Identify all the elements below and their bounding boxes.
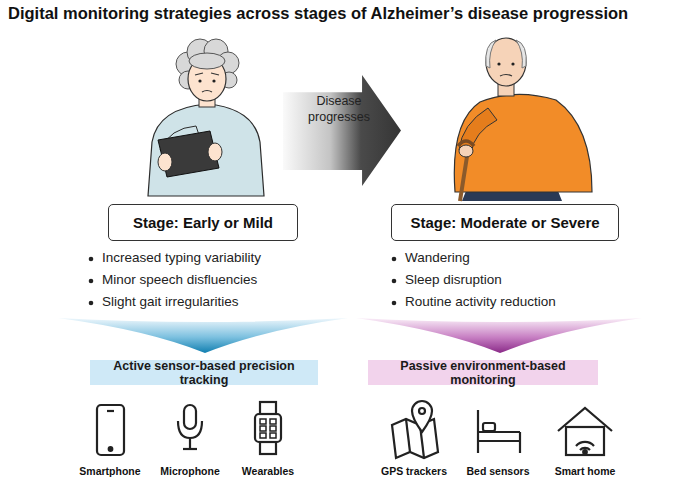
man-figure-part <box>497 62 500 65</box>
symptom-item: Increased typing variability <box>102 250 302 265</box>
man-figure-part <box>460 150 468 201</box>
gps-icon-part <box>419 408 425 414</box>
smart-home-icon-part <box>566 427 604 455</box>
microphone-icon-part <box>184 405 196 429</box>
method-band: Passive environment-based monitoring <box>368 360 598 385</box>
man-figure-part <box>486 38 526 86</box>
node-label: Stage: Moderate or Severe <box>410 214 599 231</box>
arrow-label: Disease progresses <box>297 93 381 125</box>
icon-caption: Microphone <box>150 464 230 478</box>
gps-icon <box>392 401 438 458</box>
watch-icon-part <box>260 442 276 454</box>
gps-icon-part <box>406 419 410 452</box>
bullet-dots-part <box>89 301 94 306</box>
symptom-item: Sleep disruption <box>405 272 605 287</box>
stage-box: Stage: Moderate or Severe <box>391 204 619 241</box>
funnel-left-part <box>58 318 348 353</box>
bed-icon-part <box>478 440 520 442</box>
smartphone-icon-part <box>97 405 124 455</box>
method-band: Active sensor-based precision tracking <box>90 360 318 385</box>
man-figure-part <box>500 75 512 77</box>
watch-icon-part <box>260 402 276 414</box>
title-text: Digital monitoring strategies across sta… <box>8 4 628 23</box>
icon-caption: GPS trackers <box>374 464 454 478</box>
smartphone-icon-part <box>107 410 114 412</box>
watch-icon-part <box>260 426 266 431</box>
microphone-icon-part <box>183 448 197 450</box>
man-figure <box>454 38 592 201</box>
watch-icon <box>255 402 281 454</box>
icon-caption: Wearables <box>228 464 308 478</box>
man-figure-part <box>454 94 592 192</box>
stage-box: Stage: Early or Mild <box>108 204 298 241</box>
progress-arrow: Disease progresses <box>283 75 401 186</box>
watch-icon-part <box>270 419 276 424</box>
microphone-icon-part <box>178 421 202 438</box>
woman-figure-part <box>208 143 222 161</box>
watch-icon-part <box>270 426 276 431</box>
node-label: Stage: Early or Mild <box>133 214 273 231</box>
woman-figure-part <box>202 91 212 93</box>
watch-icon-part <box>270 433 276 438</box>
smartphone-icon <box>97 405 124 455</box>
funnel-left <box>58 318 348 353</box>
smart-home-icon-part <box>576 442 594 446</box>
bed-icon-part <box>483 423 495 431</box>
bed-icon <box>478 410 520 453</box>
bed-icon-part <box>519 432 521 453</box>
symptom-item: Slight gait irregularities <box>102 294 302 309</box>
funnel-right <box>356 318 642 353</box>
arrow-shape <box>283 75 401 186</box>
watch-icon-part <box>255 414 281 442</box>
microphone-icon <box>178 405 202 449</box>
bullet-dots-part <box>89 279 94 284</box>
woman-figure-part <box>195 73 219 75</box>
woman-figure-part <box>189 53 225 69</box>
node-label: Active sensor-based precision tracking <box>90 359 318 387</box>
woman-figure <box>148 39 264 196</box>
bullet-dots-part <box>392 301 397 306</box>
gps-icon-part <box>392 419 438 458</box>
bullet-dots-part <box>89 257 94 262</box>
symptom-item: Wandering <box>405 250 605 265</box>
bullet-dots-part <box>392 257 397 262</box>
bullet-dots-part <box>392 279 397 284</box>
gps-icon-part <box>412 401 432 432</box>
microphone-icon-part <box>189 438 191 449</box>
icon-caption: Bed sensors <box>458 464 538 478</box>
man-figure-part <box>511 62 514 65</box>
smart-home-icon-part <box>583 450 587 454</box>
smartphone-icon-part <box>109 447 113 451</box>
icon-caption: Smart home <box>545 464 625 478</box>
arrow-body <box>283 75 401 186</box>
woman-figure-part <box>198 79 201 82</box>
icon-caption: Smartphone <box>70 464 150 478</box>
funnel-right-part <box>356 318 642 353</box>
symptom-item: Routine activity reduction <box>405 294 605 309</box>
smart-home-icon <box>558 408 612 455</box>
woman-figure-part <box>158 153 172 171</box>
woman-figure-part <box>148 104 264 196</box>
woman-figure-part <box>212 79 215 82</box>
symptom-item: Minor speech disfluencies <box>102 272 302 287</box>
man-figure-part <box>486 40 496 68</box>
watch-icon-part <box>260 419 266 424</box>
man-figure-part <box>459 145 473 157</box>
watch-icon-part <box>260 433 266 438</box>
node-label: Passive environment-based monitoring <box>368 359 598 387</box>
man-figure-part <box>516 40 526 68</box>
